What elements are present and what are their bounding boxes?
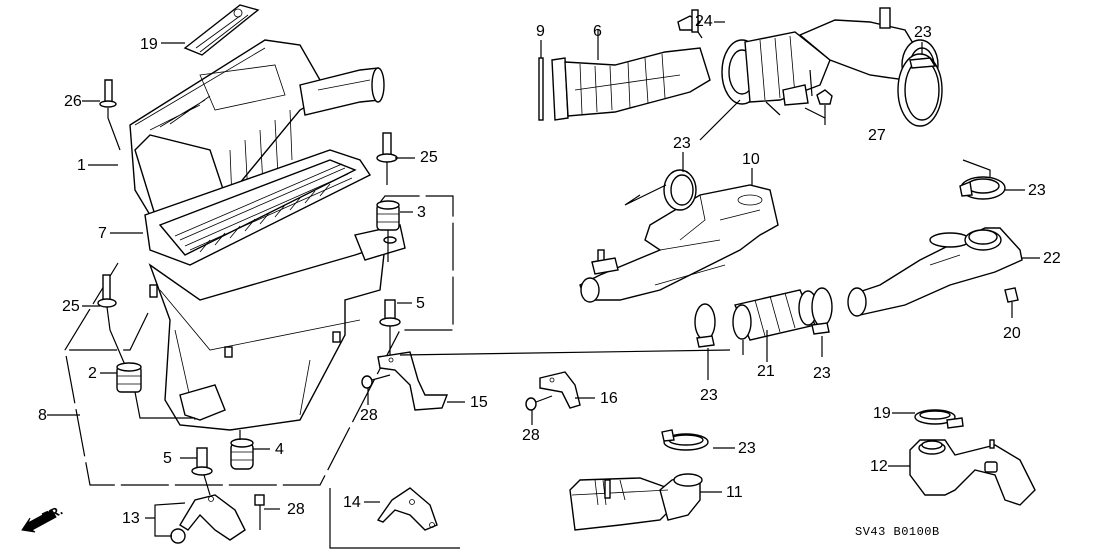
callout-15: 15: [470, 394, 488, 411]
callout-23-hose-right: 23: [813, 365, 831, 382]
callout-21: 22: [1043, 250, 1061, 267]
callout-13: 13: [122, 510, 140, 527]
intake-pipe-12: [909, 439, 1036, 506]
band-22: [897, 42, 943, 127]
callout-1: 1: [77, 157, 86, 174]
bracket-13: [170, 494, 246, 544]
band-19: [914, 409, 964, 429]
callout-12: 12: [870, 458, 888, 475]
callout-17: 19: [140, 36, 158, 53]
bracket-15-reference-line: [399, 349, 731, 356]
collar-5-upper: [379, 299, 401, 355]
callout-7: 6: [593, 23, 602, 40]
callout-10: 11: [726, 484, 743, 501]
bolt-28-bottom: [254, 494, 265, 530]
air-cleaner-case: [148, 224, 406, 431]
callout-16: 16: [600, 390, 618, 407]
intake-duct: [579, 184, 779, 303]
callout-24: 24: [695, 13, 713, 30]
callout-23-right: 23: [1028, 182, 1046, 199]
callout-23-upper: 23: [673, 135, 691, 152]
callout-25-top: 25: [420, 149, 438, 166]
callout-22: 23: [914, 24, 932, 41]
clamp-24: [677, 9, 703, 39]
callout-9: 9: [536, 23, 545, 40]
callout-11: 10: [742, 151, 760, 168]
callout-6: 7: [98, 225, 107, 242]
air-cleaner-cover: [129, 39, 385, 216]
case-group-outline: [64, 195, 454, 486]
case-group-outline-inner: [65, 312, 149, 351]
label-sticker: [183, 4, 260, 56]
intake-air-tube: [551, 7, 939, 141]
callout-5-upper: 5: [416, 295, 425, 312]
band-23-left-hose: [694, 303, 716, 380]
callout-3: 3: [417, 204, 426, 221]
callout-26: 26: [64, 93, 82, 110]
joint-hose-20: [732, 289, 818, 355]
bracket-15: [361, 351, 449, 411]
bolt-25-top: [376, 132, 398, 185]
callout-25-left: 25: [62, 298, 80, 315]
callout-20: 21: [757, 363, 775, 380]
rubber-mount-4: [230, 430, 254, 470]
bolt-25-left: [97, 274, 126, 366]
bracket-16: [525, 371, 581, 425]
air-filter-element: [144, 149, 372, 266]
bracket-14: [376, 487, 438, 531]
callout-28-bottom: 28: [287, 501, 305, 518]
clip-27: [809, 69, 833, 125]
callout-28-middle: 28: [360, 407, 378, 424]
callout-19: 19: [873, 405, 891, 422]
tube-reference-line: [804, 107, 826, 119]
callout-2: 2: [88, 365, 97, 382]
band-23-lower: [661, 429, 709, 451]
callout-23-hose-left: 23: [700, 387, 718, 404]
callout-4: 4: [275, 441, 284, 458]
rubber-mount-2: [116, 362, 195, 419]
resonator-chamber: [569, 473, 703, 531]
callout-28-right: 28: [522, 427, 540, 444]
bracket-14-frame: [329, 488, 460, 549]
band-23-right: [959, 159, 1006, 200]
callout-8: 8: [38, 407, 47, 424]
leader-lines: [47, 21, 1040, 537]
callout-5-lower: 5: [163, 450, 172, 467]
resonator-duct: [847, 227, 1023, 317]
drawing-code: SV43 B0100B: [855, 525, 940, 539]
callout-14: 14: [343, 494, 361, 511]
callout-23-lower: 23: [738, 440, 756, 457]
callout-27: 27: [868, 127, 886, 144]
collar-5-lower: [191, 447, 213, 496]
front-direction-arrow-icon: [21, 509, 57, 533]
bolt-26: [99, 79, 121, 151]
band-23-upper: [624, 169, 697, 211]
rubber-mount-3: [376, 200, 400, 262]
clip-18: [1004, 287, 1019, 318]
tube-9: [538, 40, 544, 121]
callout-18: 20: [1003, 325, 1021, 342]
band-23-right-hose: [811, 287, 833, 357]
